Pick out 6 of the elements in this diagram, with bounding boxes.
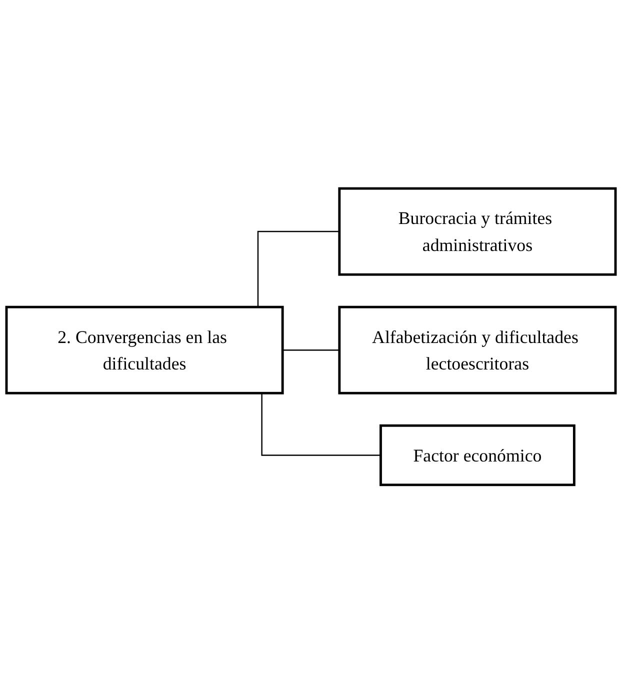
node-box: [338, 187, 617, 276]
connector: [282, 349, 340, 350]
node-box: [5, 306, 284, 394]
node-box: [380, 424, 576, 486]
node-box: [338, 306, 617, 394]
diagram: 2. Convergencias en las dificultades Burocracia y trámites administrativos Alfabetización y dificultades lectoescritoras Factor económico: [0, 182, 622, 492]
